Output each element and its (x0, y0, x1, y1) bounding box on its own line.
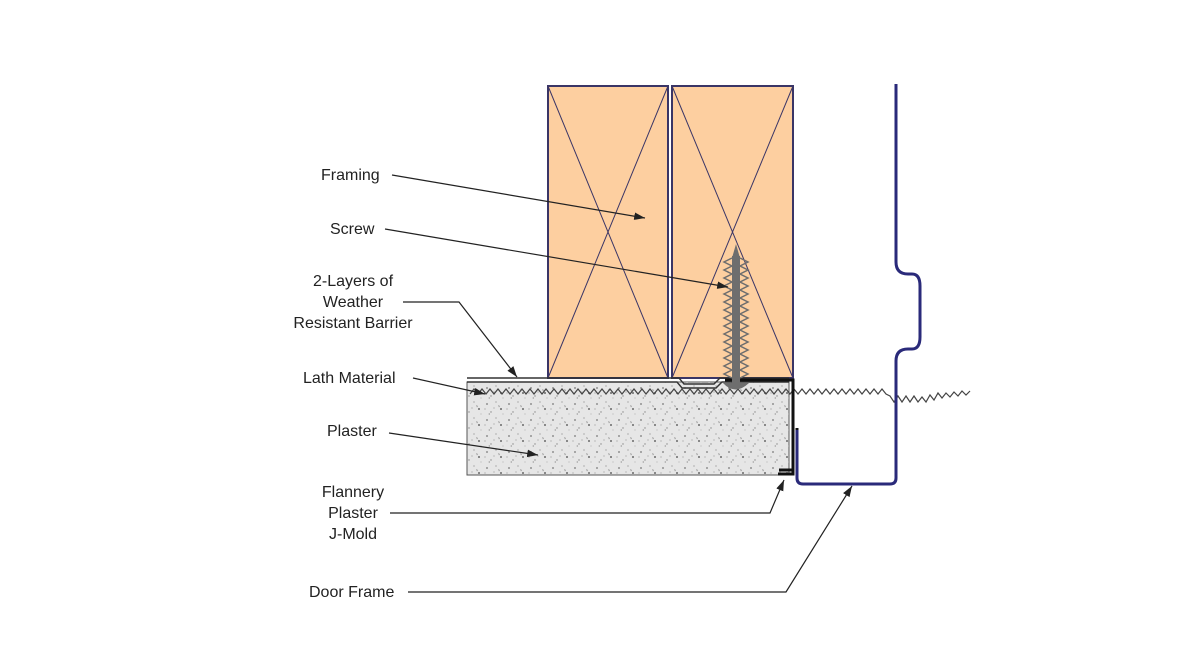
label-wrb: 2-Layers of Weather Resistant Barrier (278, 271, 428, 334)
leader-lath (412, 377, 486, 396)
door-frame-profile (795, 84, 922, 486)
label-lath-material: Lath Material (303, 370, 396, 387)
leader-screw (384, 228, 729, 289)
label-plaster: Plaster (327, 423, 377, 440)
label-framing: Framing (321, 167, 380, 184)
leader-framing (391, 174, 646, 220)
label-wrb-line-2: Weather (322, 294, 384, 311)
leader-plaster (388, 432, 539, 458)
leader-wrb (403, 301, 518, 378)
label-wrb-line-1: 2-Layers of (312, 273, 394, 290)
leader-jmold (390, 479, 785, 514)
lath-material (469, 388, 971, 404)
label-wrb-line-3: Resistant Barrier (293, 315, 413, 332)
label-j-mold-line-3: J-Mold (328, 526, 377, 543)
screw (722, 244, 750, 390)
leader-door-frame (408, 485, 853, 593)
label-screw: Screw (330, 221, 375, 238)
label-j-mold-line-2: Plaster (328, 505, 378, 522)
framing-stud-left (547, 85, 669, 379)
plaster-texture (467, 382, 789, 475)
label-door-frame: Door Frame (309, 584, 395, 601)
label-j-mold-line-1: Flannery (321, 484, 385, 501)
j-mold (725, 378, 795, 476)
framing-stud-right (671, 85, 794, 379)
label-j-mold: Flannery Plaster J-Mold (303, 482, 403, 545)
